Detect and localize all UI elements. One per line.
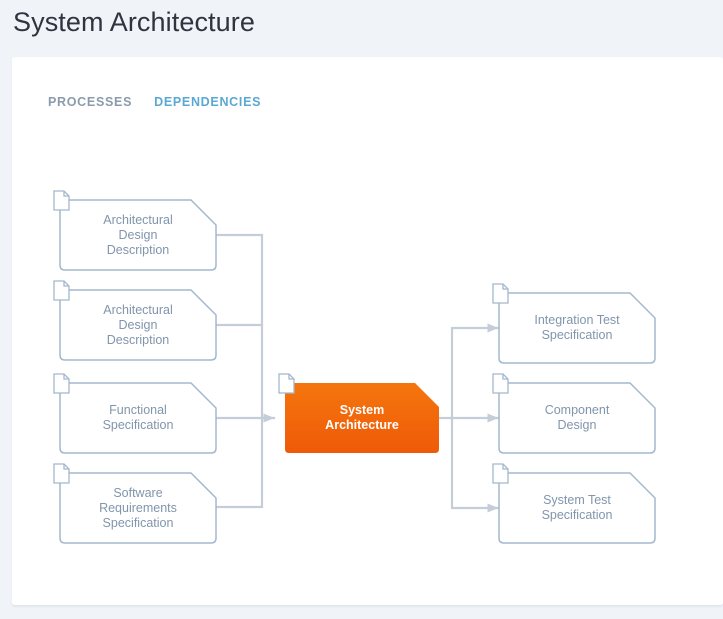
- document-icon: [53, 373, 70, 394]
- page-title: System Architecture: [13, 7, 255, 37]
- node-label: Architectural Design Description: [103, 302, 173, 347]
- document-icon: [492, 463, 509, 484]
- document-icon: [53, 463, 70, 484]
- node-architectural-design-description-1[interactable]: Architectural Design Description: [53, 190, 217, 271]
- document-icon: [492, 283, 509, 304]
- node-label: Integration Test Specification: [534, 313, 620, 342]
- node-functional-specification[interactable]: Functional Specification: [53, 373, 217, 454]
- dependency-diagram: Architectural Design Description Archite…: [12, 57, 723, 605]
- node-software-requirements-specification[interactable]: Software Requirements Specification: [53, 463, 217, 544]
- tab-processes[interactable]: PROCESSES: [48, 95, 133, 109]
- node-architectural-design-description-2[interactable]: Architectural Design Description: [53, 280, 217, 361]
- node-label: Functional Specification: [102, 403, 174, 432]
- node-shape: [285, 383, 439, 453]
- document-icon: [492, 373, 509, 394]
- node-label: System Architecture: [325, 403, 399, 432]
- tab-bar: PROCESSES DEPENDENCIES: [48, 95, 261, 109]
- node-label: Component Design: [544, 403, 610, 432]
- node-system-architecture[interactable]: System Architecture: [278, 373, 440, 454]
- node-label: System Test Specification: [541, 493, 613, 522]
- edge-adr1-to-center: [215, 233, 264, 420]
- node-label: Software Requirements Specification: [99, 485, 177, 530]
- document-icon: [53, 190, 70, 211]
- node-integration-test-specification[interactable]: Integration Test Specification: [492, 283, 656, 364]
- tab-dependencies[interactable]: DEPENDENCIES: [154, 95, 262, 109]
- content-card: PROCESSES DEPENDENCIES: [12, 57, 723, 606]
- node-label: Architectural Design Description: [103, 212, 173, 257]
- document-icon: [53, 280, 70, 301]
- document-icon: [278, 373, 295, 394]
- edge-srs-to-center: [215, 416, 264, 509]
- node-system-test-specification[interactable]: System Test Specification: [492, 463, 656, 544]
- node-component-design[interactable]: Component Design: [492, 373, 656, 454]
